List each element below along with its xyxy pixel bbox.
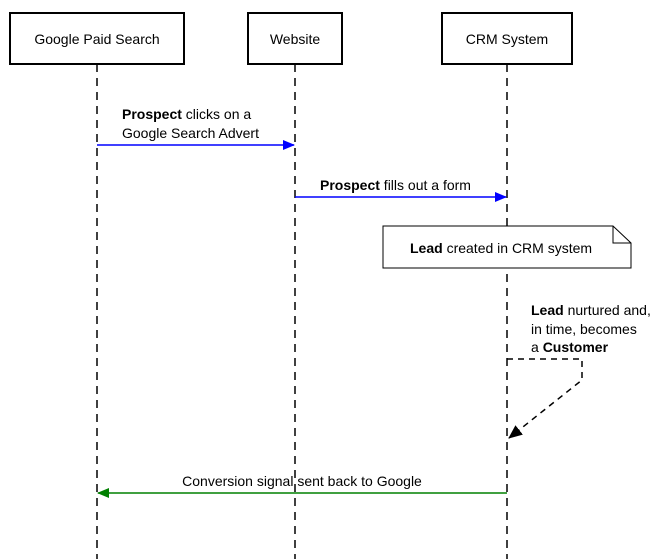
self-message-arrow [507,358,583,439]
message-conversion-signal: Conversion signal sent back to Google [97,473,507,498]
participant-label: Google Paid Search [34,31,159,47]
participant-label: Website [270,31,321,47]
message-label: Conversion signal sent back to Google [182,473,422,489]
participant-google-paid-search: Google Paid Search [9,12,185,65]
participant-website: Website [247,12,343,65]
self-message-line1: Lead nurtured and, [531,302,651,318]
message-label-line2: Google Search Advert [122,125,259,141]
participant-label: CRM System [466,31,548,47]
message-label-line1: Prospect clicks on a [122,106,251,122]
message-fill-form: Prospect fills out a form [295,177,507,202]
note-lead-created: Lead created in CRM system [382,225,632,269]
self-message-line2: in time, becomes [531,321,637,337]
self-message-nurture: Lead nurtured and, in time, becomes a Cu… [507,302,651,439]
self-message-line3: a Customer [531,339,609,355]
message-click-advert: Prospect clicks on a Google Search Adver… [97,106,295,150]
participant-crm-system: CRM System [441,12,573,65]
message-label: Prospect fills out a form [320,177,471,193]
note-text: Lead created in CRM system [410,240,592,256]
